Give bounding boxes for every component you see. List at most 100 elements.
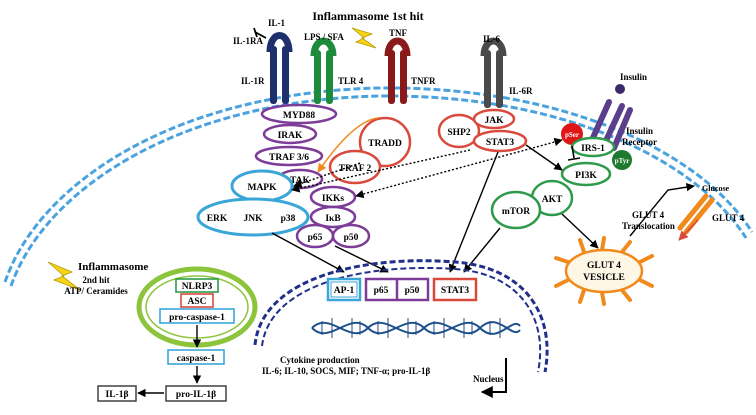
svg-text:pro-IL-1β: pro-IL-1β [176, 390, 216, 400]
pro-il1b-box: pro-IL-1β [165, 385, 227, 402]
il1-label: IL-1 [268, 18, 286, 28]
glut4-vesicle: GLUT 4 VESICLE [554, 236, 654, 306]
il1r-label: IL-1R [241, 76, 265, 86]
insulin-label: Insulin [620, 72, 647, 82]
p65-node: p65 [295, 223, 335, 249]
nfkb-to-nucleus-arrow [334, 245, 389, 273]
svg-text:IL-1β: IL-1β [106, 390, 129, 400]
cytokine-production-list: IL-6; IL-10, SOCS, MIF; TNF-α; pro-IL-1β [262, 366, 430, 376]
nucleus-label: Nucleus [473, 374, 504, 384]
svg-text:NLRP3: NLRP3 [182, 282, 213, 292]
glut4-translocation-label-1: GLUT 4 [632, 210, 665, 220]
nfkb-box: p65 p50 [364, 277, 430, 302]
il1ra-label: IL-1RA [233, 36, 264, 46]
mapk-to-ap1-arrow [271, 232, 345, 273]
mapk-node: MAPK [230, 169, 294, 203]
glucose-label: Glucose [702, 184, 730, 193]
il6-receptor [480, 37, 507, 108]
cytokine-output-arrow [480, 358, 507, 398]
svg-text:TRAF 2: TRAF 2 [339, 164, 372, 174]
lps-sfa-label: LPS / SFA [304, 32, 344, 42]
il6r-label: IL-6R [509, 86, 533, 96]
stat3-to-pi3k-arrow [525, 144, 563, 171]
il1ra-inhibition-icon [253, 27, 267, 39]
nucleus-p50-label: p50 [405, 286, 420, 296]
insulin-receptor-label-2: Receptor [622, 137, 657, 147]
svg-text:p65: p65 [308, 233, 323, 243]
cell-membrane [3, 86, 754, 287]
svg-text:pSer: pSer [565, 131, 579, 139]
glut4-transporter-icon [677, 193, 715, 241]
pser-node: pSer [561, 123, 583, 145]
insulin-receptor-label-1: Insulin [626, 126, 653, 136]
svg-text:IRAK: IRAK [278, 131, 303, 141]
svg-text:TRADD: TRADD [368, 139, 402, 149]
caspase-box: caspase-1 [167, 349, 225, 365]
svg-text:IκB: IκB [325, 214, 341, 224]
svg-text:GLUT 4: GLUT 4 [587, 261, 621, 271]
mtor-node: mTOR [490, 190, 542, 230]
svg-text:pro-caspase-1: pro-caspase-1 [169, 313, 225, 323]
svg-text:TRAF 3/6: TRAF 3/6 [269, 153, 309, 163]
myd88-node: MYD88 [260, 103, 338, 125]
svg-text:STAT3: STAT3 [441, 286, 469, 296]
nucleus-membrane [253, 259, 549, 373]
svg-text:SHP2: SHP2 [447, 128, 470, 138]
ikb-node: IκB [309, 205, 357, 229]
jak-node: JAK [472, 108, 516, 130]
stat3-node: STAT3 [472, 129, 528, 153]
p50-node: p50 [331, 223, 371, 249]
il6-label: IL-6 [483, 34, 501, 44]
inflammasome-lightning-icon [47, 261, 81, 291]
ptyr-node: pTyr [612, 150, 632, 170]
il1b-box: IL-1β [97, 385, 137, 402]
tnf-label: TNF [389, 28, 408, 38]
nucleus-membrane-inner [261, 266, 542, 373]
lps-lightning-icon [351, 27, 377, 49]
stat3-to-nucleus-arrow [448, 151, 499, 273]
svg-text:ASC: ASC [187, 297, 206, 307]
inflammasome2-trigger-label: ATP/ Ceramides [64, 286, 128, 296]
erk-jnk-p38-node: ERK JNK p38 [196, 197, 310, 237]
svg-text:caspase-1: caspase-1 [177, 354, 216, 364]
stat3-box: STAT3 [432, 277, 478, 302]
inflammasome2-title: Inflammasome [78, 261, 148, 273]
svg-text:pTyr: pTyr [615, 157, 630, 165]
insulin-receptor [589, 84, 633, 151]
svg-text:MAPK: MAPK [247, 183, 277, 193]
pser-inhibits-irs1 [567, 145, 581, 161]
il1-receptor [266, 32, 293, 104]
svg-text:IRS-1: IRS-1 [581, 144, 605, 154]
glut4-translocation-arrow [629, 182, 695, 237]
svg-text:IKKs: IKKs [322, 194, 344, 204]
svg-text:JAK: JAK [485, 116, 505, 126]
tnfr-receptor [384, 37, 411, 104]
pro-caspase-box: pro-caspase-1 [159, 308, 235, 324]
akt-to-glut4-vesicle-arrow [561, 213, 599, 249]
irak-node: IRAK [262, 123, 318, 145]
jnk-label: JNK [244, 214, 264, 224]
p38-label: p38 [281, 214, 296, 224]
svg-text:PI3K: PI3K [575, 171, 597, 181]
svg-text:mTOR: mTOR [502, 207, 530, 217]
tlr4-receptor [310, 37, 337, 104]
svg-text:AP-1: AP-1 [334, 286, 355, 296]
glut4-label: GLUT 4 [712, 213, 745, 223]
traf36-node: TRAF 3/6 [254, 145, 324, 167]
cytokine-production-title: Cytokine production [280, 355, 360, 365]
dna-helix-icon [311, 318, 521, 338]
nucleus-p65-label: p65 [374, 286, 389, 296]
erk-label: ERK [207, 214, 228, 224]
irs1-node: IRS-1 [570, 136, 616, 158]
svg-text:STAT3: STAT3 [486, 138, 514, 148]
nlrp3-box: NLRP3 [175, 278, 219, 293]
jak-to-mapk-dotted-arrow [291, 149, 471, 193]
tnfr-label: TNFR [411, 76, 436, 86]
traf2-node: TRAF 2 [328, 149, 382, 185]
svg-text:AKT: AKT [542, 195, 563, 205]
svg-text:MYD88: MYD88 [283, 111, 315, 121]
tradd-to-tak-arrow [317, 117, 379, 173]
svg-text:p50: p50 [344, 233, 359, 243]
tlr4-label: TLR 4 [338, 76, 364, 86]
